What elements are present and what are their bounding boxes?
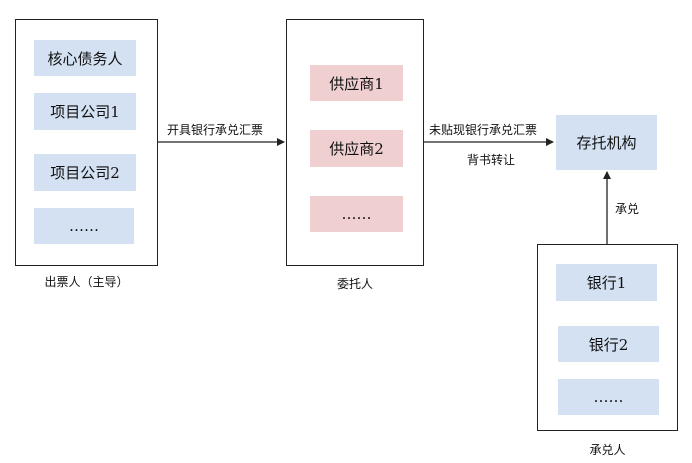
edge-label-accept: 承兑 <box>615 202 640 216</box>
edge-label-issue: 开具银行承兑汇票 <box>167 123 264 137</box>
issuer-item-more: …… <box>34 208 134 244</box>
issuer-item-project-company-1: 项目公司1 <box>34 93 136 130</box>
edge-label-unpaid: 未贴现银行承兑汇票 <box>429 123 538 137</box>
issuer-caption: 出票人（主导） <box>44 275 129 289</box>
issuer-item-core-debtor: 核心债务人 <box>34 40 136 76</box>
acceptor-caption: 承兑人 <box>589 443 626 457</box>
trustee-item-supplier-1: 供应商1 <box>310 65 403 101</box>
acceptor-item-more: …… <box>558 379 659 415</box>
acceptor-item-bank-1: 银行1 <box>556 264 657 301</box>
acceptor-item-bank-2: 银行2 <box>558 326 659 362</box>
trustee-caption: 委托人 <box>336 277 373 291</box>
trustee-item-supplier-2: 供应商2 <box>310 130 403 167</box>
issuer-item-project-company-2: 项目公司2 <box>34 154 136 191</box>
custody-institution: 存托机构 <box>556 115 657 170</box>
trustee-item-more: …… <box>310 196 403 232</box>
edge-label-endorse: 背书转让 <box>467 153 516 167</box>
